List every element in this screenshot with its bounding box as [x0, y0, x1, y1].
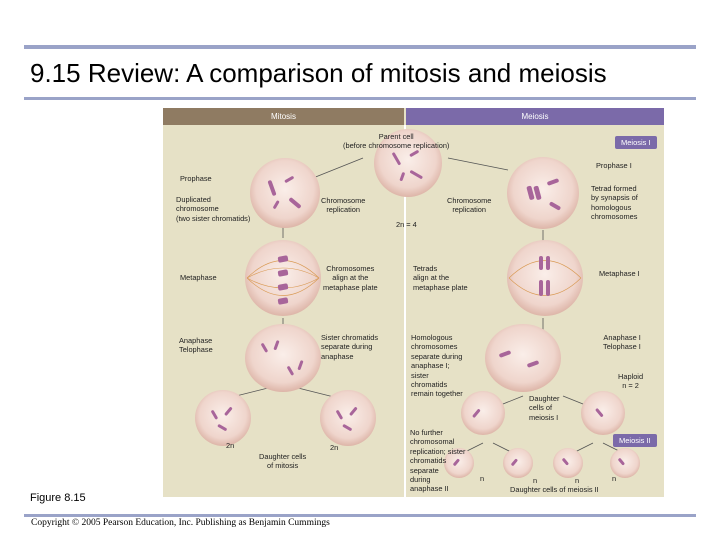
title-underline — [24, 97, 696, 100]
meiosis-ii-daughter-cells — [444, 448, 640, 478]
parent-cell-center — [374, 129, 442, 197]
figure-panel: Mitosis Meiosis — [163, 108, 664, 497]
meiosis-i-daughter-cell-right — [581, 391, 625, 435]
copyright: Copyright © 2005 Pearson Education, Inc.… — [31, 518, 330, 528]
no-further-replication-label: No further chromosomal replication; sist… — [410, 428, 466, 494]
metaphase-i-label: Metaphase I — [599, 269, 640, 278]
top-rule — [24, 45, 696, 49]
bottom-rule — [24, 514, 696, 517]
two-n-four-label: 2n = 4 — [396, 220, 417, 229]
n1-label: n — [480, 474, 485, 483]
chromosome-group — [267, 176, 301, 209]
two-n-left-label: 2n — [226, 441, 235, 450]
daughter-cells-meiosis-i-label: Daughter cells of meiosis I — [529, 394, 560, 422]
mitosis-header: Mitosis — [163, 108, 404, 125]
meiosis-i-daughter-cell-left — [461, 391, 505, 435]
meiosis-header: Meiosis — [406, 108, 664, 125]
anaphase-cell — [245, 324, 321, 392]
prophase-label: Prophase — [180, 174, 212, 183]
mitosis-daughter-cell-right — [320, 390, 376, 446]
mitosis-daughter-cell-left — [195, 390, 251, 446]
anaphase-telophase-i-label: Anaphase I Telophase I — [603, 333, 641, 352]
chromosome-replication-right-label: Chromosome replication — [447, 196, 492, 215]
parent-cell — [250, 158, 320, 228]
two-n-right-label: 2n — [330, 443, 339, 452]
homologous-separate-label: Homologous chromosomes separate during a… — [411, 333, 463, 399]
metaphase-label: Metaphase — [180, 273, 217, 282]
n3-label: n — [575, 476, 580, 485]
slide-title: 9.15 Review: A comparison of mitosis and… — [30, 58, 607, 88]
tetrad-formed-label: Tetrad formed by synapsis of homologous … — [591, 184, 638, 222]
meiosis-i-tag: Meiosis I — [615, 136, 657, 149]
meiosis-ii-tag: Meiosis II — [613, 434, 657, 447]
daughter-cells-meiosis-ii-label: Daughter cells of meiosis II — [510, 485, 599, 494]
daughter-cells-mitosis-label: Daughter cells of mitosis — [259, 452, 307, 471]
anaphase-i-cell — [485, 324, 561, 392]
prophase-i-label: Prophase I — [596, 161, 632, 170]
chromosomes-align-label: Chromosomes align at the metaphase plate — [323, 264, 378, 292]
chromosome-replication-left-label: Chromosome replication — [321, 196, 366, 215]
cell-diagram — [195, 125, 640, 497]
tetrads-align-label: Tetrads align at the metaphase plate — [413, 264, 468, 292]
n2-label: n — [533, 476, 538, 485]
parent-cell-label: Parent cell (before chromosome replicati… — [343, 132, 450, 151]
duplicated-chromosome-label: Duplicated chromosome (two sister chroma… — [176, 195, 251, 223]
prophase-i-cell — [507, 157, 579, 229]
anaphase-telophase-label: Anaphase Telophase — [179, 336, 213, 355]
metaphase-i-cell — [507, 240, 583, 316]
n4-label: n — [612, 474, 617, 483]
metaphase-cell — [245, 240, 321, 316]
sister-chromatids-separate-label: Sister chromatids separate during anapha… — [321, 333, 379, 361]
haploid-label: Haploid n = 2 — [618, 372, 644, 391]
figure-label: Figure 8.15 — [30, 492, 86, 504]
